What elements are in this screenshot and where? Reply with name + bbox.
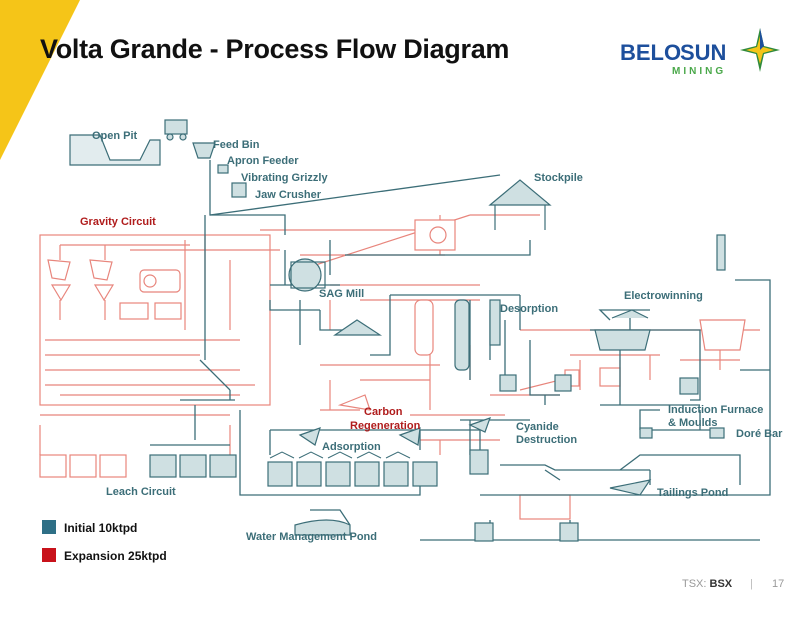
ticker: TSX: BSX <box>682 578 732 590</box>
page-title: Volta Grande - Process Flow Diagram <box>40 34 510 64</box>
logo-word-sun: SUN <box>680 40 727 65</box>
legend-swatch-initial <box>42 520 56 534</box>
logo-word-belo: BELO <box>620 40 682 65</box>
page-number: 17 <box>772 578 785 590</box>
legend-label-expansion: Expansion 25ktpd <box>64 549 167 563</box>
label-adsorption: Adsorption <box>322 441 381 453</box>
label-stockpile: Stockpile <box>534 172 583 184</box>
legend-label-initial: Initial 10ktpd <box>64 521 138 535</box>
yellow-corner-accent <box>0 0 80 160</box>
label-sag-mill: SAG Mill <box>319 288 365 300</box>
belo-sun-logo: BELO SUN MINING <box>612 28 782 78</box>
label-dore-bar: Doré Bar <box>736 428 783 440</box>
label-cyanide-destruction-1: Cyanide <box>516 421 559 433</box>
leach-tanks <box>149 454 237 478</box>
logo-subtitle: MINING <box>672 66 727 77</box>
label-open-pit: Open Pit <box>92 130 138 142</box>
expansion-circuit-lines <box>39 214 760 455</box>
adsorption-screens <box>269 451 411 459</box>
label-induction-furnace-2: & Moulds <box>668 417 718 429</box>
ticker-prefix: TSX: <box>682 578 707 590</box>
label-desorption: Desorption <box>500 303 559 315</box>
label-apron-feeder: Apron Feeder <box>227 155 299 167</box>
legend-initial: Initial 10ktpd <box>42 520 137 535</box>
label-carbon-regeneration-2: Regeneration <box>350 420 421 432</box>
label-induction-furnace-1: Induction Furnace <box>668 404 764 416</box>
leach-tanks-expansion <box>39 454 127 478</box>
adsorption-tanks <box>267 461 438 487</box>
label-cyanide-destruction-2: Destruction <box>516 434 578 446</box>
sun-star-icon <box>740 28 780 72</box>
label-electrowinning: Electrowinning <box>624 290 703 302</box>
label-jaw-crusher: Jaw Crusher <box>255 189 322 201</box>
initial-equipment <box>69 119 726 542</box>
label-feed-bin: Feed Bin <box>213 139 260 151</box>
label-leach-circuit: Leach Circuit <box>106 486 176 498</box>
label-water-management-pond: Water Management Pond <box>246 531 377 543</box>
label-vibrating-grizzly: Vibrating Grizzly <box>241 172 328 184</box>
label-gravity-circuit: Gravity Circuit <box>80 216 156 228</box>
expansion-equipment <box>47 219 746 520</box>
label-tailings-pond: Tailings Pond <box>657 487 729 499</box>
legend-expansion: Expansion 25ktpd <box>42 548 167 563</box>
label-carbon-regeneration-1: Carbon <box>364 406 403 418</box>
legend-swatch-expansion <box>42 548 56 562</box>
ticker-symbol: BSX <box>709 578 733 590</box>
footer-divider: | <box>750 578 753 590</box>
